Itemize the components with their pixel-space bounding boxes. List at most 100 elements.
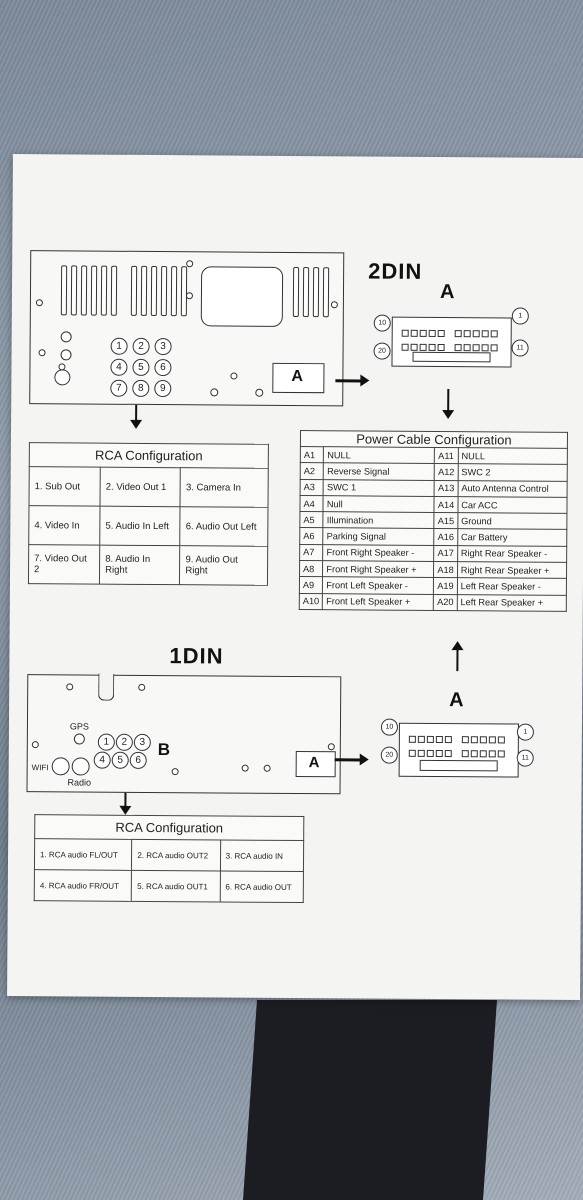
table-cell: 5. Audio In Left — [99, 506, 181, 546]
pin-label-1: 1 — [516, 723, 534, 741]
port-hole — [60, 349, 72, 361]
vent-slot — [110, 265, 118, 316]
pin-id-cell: A2 — [300, 462, 324, 480]
pin-id-cell: A18 — [433, 561, 458, 578]
pin-function-cell: NULL — [323, 446, 435, 464]
vent-slot — [60, 265, 68, 316]
pin-function-cell: SWC 2 — [457, 463, 568, 481]
pin-function-cell: Parking Signal — [323, 528, 435, 546]
pin-function-cell: Reverse Signal — [323, 462, 435, 481]
rca-jack-6: 6 — [154, 359, 172, 377]
table-cell: 5. RCA audio OUT1 — [131, 870, 221, 902]
unit-power-socket: A — [272, 362, 325, 394]
antenna-port — [54, 369, 71, 386]
vent-slot — [100, 265, 108, 316]
rca-jack-3: 3 — [154, 338, 172, 356]
screw-hole — [327, 743, 335, 751]
vent-slot — [322, 267, 330, 318]
rca-jack-4: 4 — [110, 358, 128, 376]
table-cell: 3. Camera In — [180, 467, 269, 508]
screw-hole — [171, 768, 179, 776]
pin-function-cell: Auto Antenna Control — [457, 480, 568, 498]
vent-slot — [130, 265, 138, 316]
pin-function-cell: Right Rear Speaker - — [457, 545, 567, 563]
screw-hole — [31, 741, 39, 749]
vent-slot — [150, 265, 158, 317]
screw-hole — [185, 292, 193, 300]
screw-hole — [138, 683, 146, 691]
pin-function-cell: Car ACC — [457, 496, 568, 514]
vent-slot — [312, 267, 320, 318]
pin-id-cell: A14 — [434, 496, 458, 513]
rear-display-cutout — [200, 266, 284, 327]
rca-jack-5: 5 — [111, 751, 129, 769]
vent-slot — [70, 265, 78, 316]
pin-label-20: 20 — [373, 342, 391, 360]
table-caption: Power Cable Configuration — [300, 430, 568, 449]
rca-jack-4: 4 — [93, 751, 111, 769]
pin-id-cell: A19 — [433, 577, 458, 595]
pin-id-cell: A12 — [434, 463, 459, 481]
vent-slot — [160, 266, 168, 317]
rca-jack-1: 1 — [97, 733, 115, 751]
table-cell: 4. RCA audio FR/OUT — [34, 869, 132, 902]
pin-id-cell: A13 — [434, 480, 458, 497]
pin-function-cell: SWC 1 — [323, 479, 435, 497]
pin-function-cell: Left Rear Speaker - — [457, 577, 567, 596]
table-cell: 7. Video Out 2 — [28, 544, 100, 585]
pin-function-cell: Right Rear Speaker + — [457, 561, 567, 579]
rca-jack-8: 8 — [132, 379, 150, 397]
pin-id-cell: A17 — [433, 545, 458, 562]
pin-function-cell: Front Right Speaker - — [322, 544, 435, 562]
rca-jack-3: 3 — [133, 733, 151, 751]
rca-jack-7: 7 — [110, 379, 128, 397]
table-cell: 4. Video In — [28, 505, 101, 546]
vent-slot — [170, 266, 178, 317]
radio-port — [71, 757, 90, 776]
section-title-1din: 1DIN — [169, 643, 224, 669]
port-hole — [58, 363, 66, 371]
screw-hole — [35, 299, 43, 307]
table-cell: 1. RCA audio FL/OUT — [34, 838, 133, 871]
pin-function-cell: NULL — [458, 447, 568, 465]
screw-hole — [255, 388, 264, 397]
pin-function-cell: Illumination — [323, 511, 435, 529]
table-cell: 2. Video Out 1 — [100, 467, 181, 507]
screw-hole — [263, 764, 271, 772]
arrow-down — [135, 404, 138, 423]
pin-label-10: 10 — [373, 314, 391, 332]
plug-latch — [412, 351, 491, 363]
gps-port — [73, 733, 85, 745]
pin-id-cell: A7 — [299, 544, 324, 561]
rca-jack-2: 2 — [132, 337, 150, 355]
wifi-port — [51, 757, 70, 776]
group-label-b: B — [157, 740, 171, 760]
rca-jack-2: 2 — [115, 733, 133, 751]
screw-hole — [66, 683, 74, 691]
arrow-down — [124, 792, 127, 809]
table-cell: 2. RCA audio OUT2 — [131, 839, 221, 871]
pin-id-cell: A1 — [300, 446, 324, 463]
rca-jack-6: 6 — [129, 751, 147, 769]
pin-id-cell: A9 — [299, 576, 323, 594]
section-title-2din: 2DIN — [368, 258, 423, 284]
port-hole — [38, 349, 46, 357]
pin-id-cell: A11 — [434, 447, 459, 464]
pin-function-cell: Null — [323, 495, 435, 513]
table-cell: 3. RCA audio IN — [220, 839, 304, 872]
